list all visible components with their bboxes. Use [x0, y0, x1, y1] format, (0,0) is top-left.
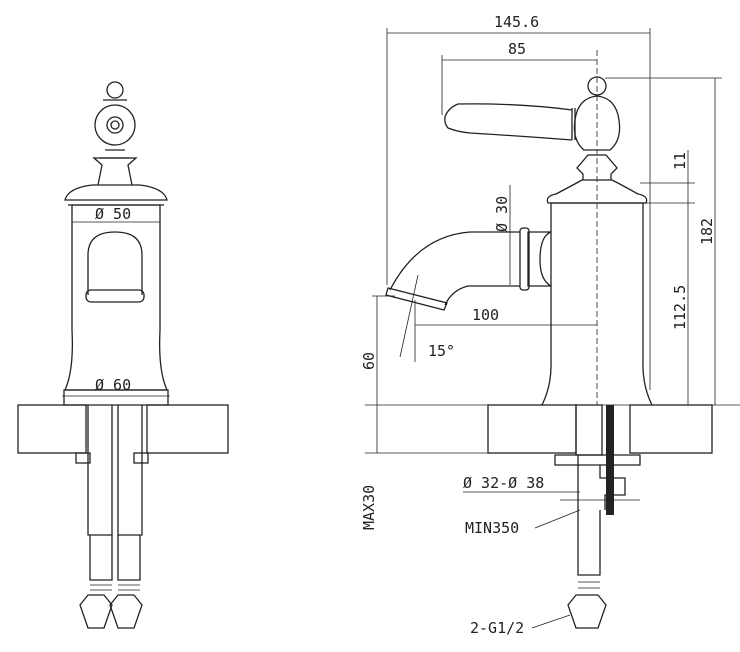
- dim-spout-height: 60: [360, 352, 378, 370]
- hose-nut-side: [567, 594, 607, 629]
- dim-spout-diameter: Ø 30: [493, 196, 511, 232]
- dim-base-diameter-bottom: Ø 60: [95, 376, 131, 394]
- dim-overall-height: 182: [698, 218, 716, 245]
- countertop-section-right: [629, 404, 713, 454]
- dim-handle-height: 11: [671, 152, 689, 170]
- dim-hole-diameter: Ø 32-Ø 38: [463, 474, 544, 492]
- countertop-section-left: [17, 404, 87, 454]
- countertop-section-left: [487, 404, 577, 454]
- shank: [575, 404, 603, 456]
- spout-side: [389, 231, 520, 306]
- side-view: 145.6 85 182 11 112.5 Ø 30 100 15° 60 MA…: [360, 13, 740, 637]
- dim-spout-angle: 15°: [428, 342, 455, 360]
- handle-knob-front: [94, 104, 136, 146]
- threaded-rod: [606, 405, 614, 515]
- handle-base-front: [92, 157, 138, 186]
- dim-body-height: 112.5: [671, 285, 689, 330]
- lever-handle: [444, 103, 573, 141]
- mounting-bracket: [554, 454, 641, 510]
- faucet-body-front: [63, 204, 169, 391]
- flange-side: [546, 179, 648, 204]
- spout-collar: [527, 231, 552, 287]
- dim-spout-reach: 100: [472, 306, 499, 324]
- spout-front: [87, 231, 143, 295]
- flange-front: [64, 184, 168, 206]
- dim-base-diameter-top: Ø 50: [95, 205, 131, 223]
- hose-nuts-front: [79, 594, 143, 629]
- front-view: Ø 50 Ø 60: [17, 81, 229, 629]
- aerator-front: [85, 289, 145, 303]
- dim-connection-thread: 2-G1/2: [470, 619, 524, 637]
- top-knob-side: [587, 76, 607, 96]
- dim-max-counter-thickness: MAX30: [360, 485, 378, 530]
- supply-hoses-front: [87, 405, 143, 536]
- dim-min-hose-length: MIN350: [465, 519, 519, 537]
- aerator-side: [385, 287, 448, 311]
- top-knob-front: [106, 81, 124, 99]
- supply-hose-side: [577, 455, 601, 576]
- countertop-section-right: [146, 404, 229, 454]
- dim-handle-reach: 85: [508, 40, 526, 58]
- dim-overall-width: 145.6: [494, 13, 539, 31]
